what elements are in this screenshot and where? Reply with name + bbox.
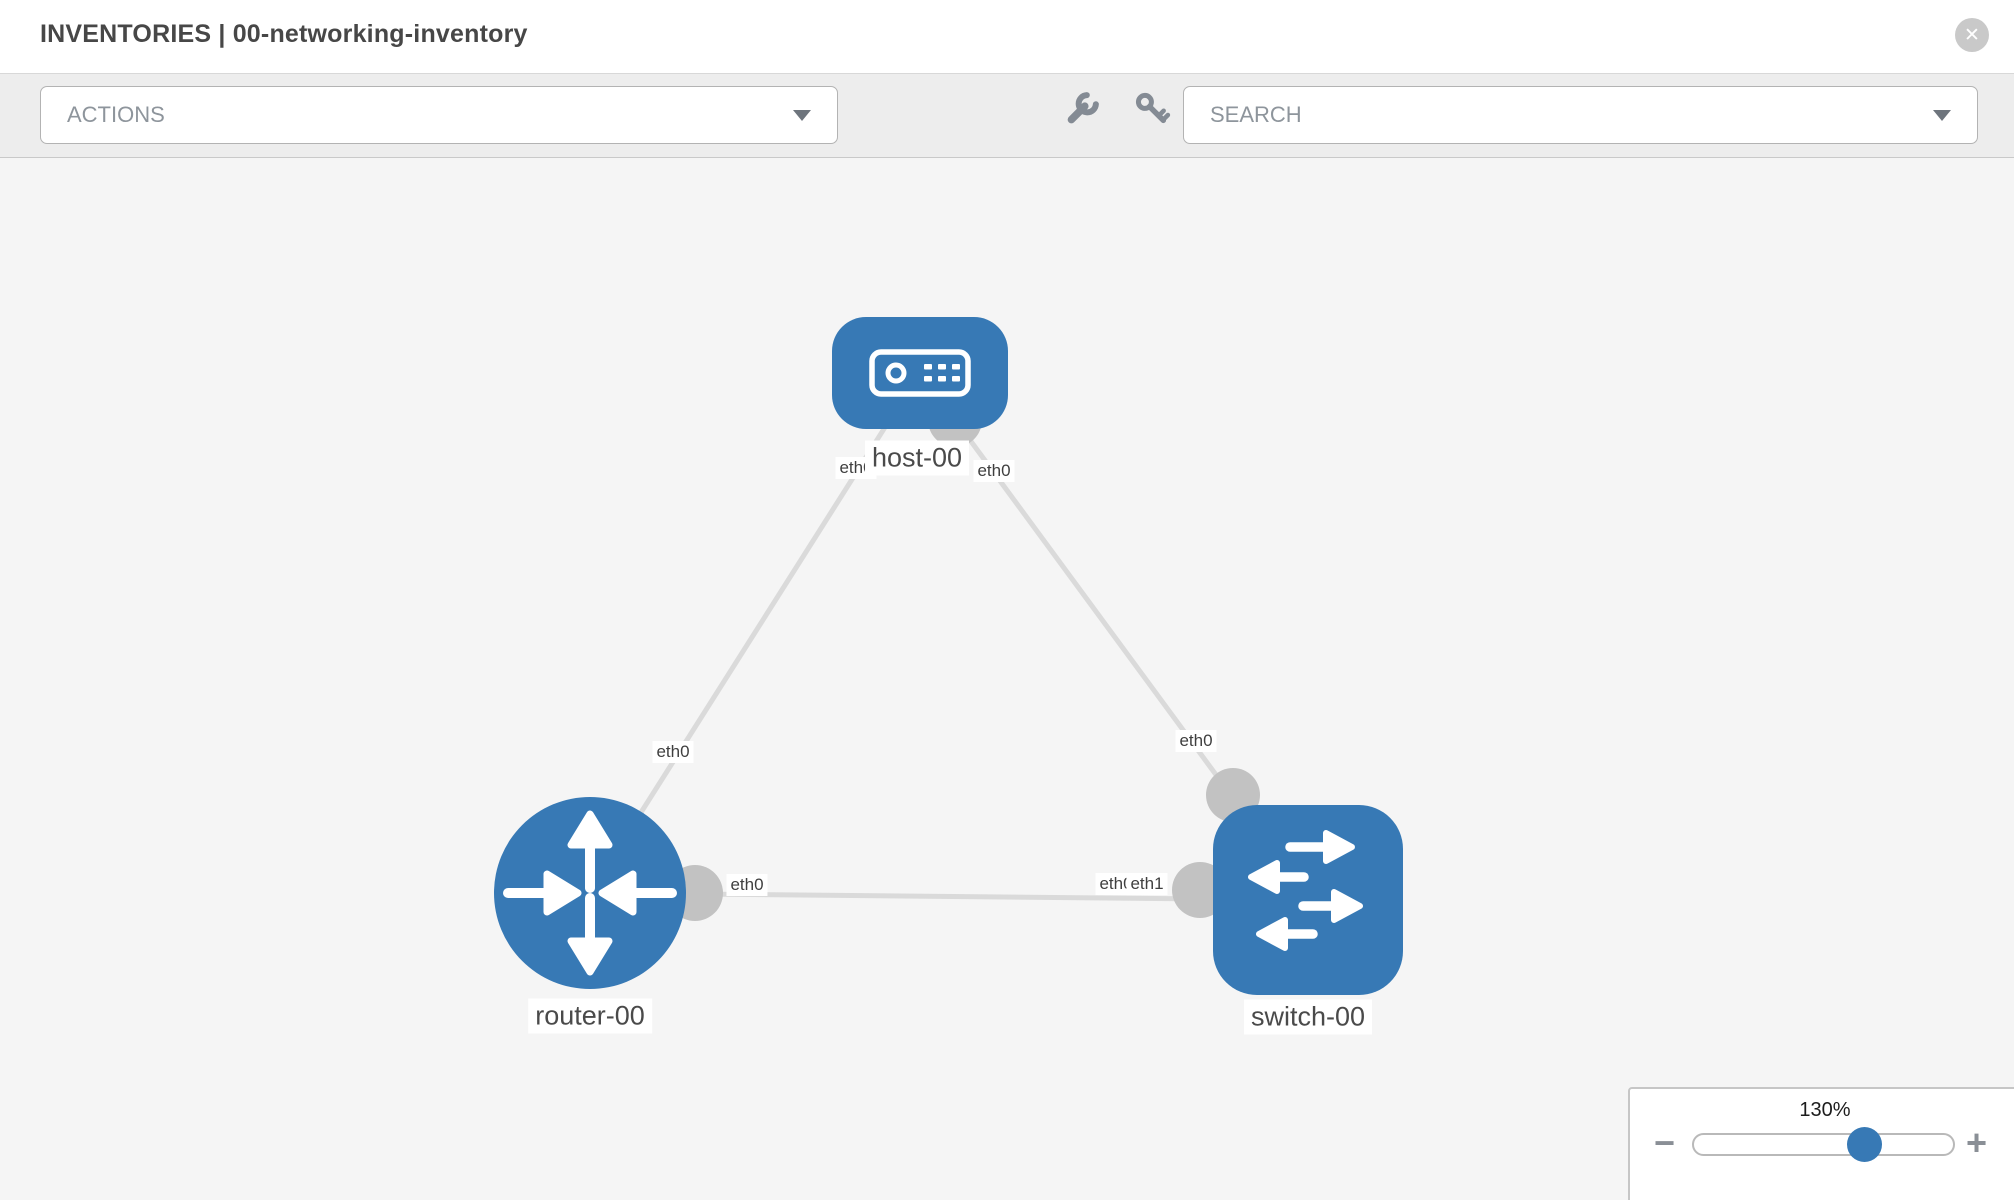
wrench-icon <box>1067 92 1099 124</box>
iface-label-router-eth0-right: eth0 <box>726 874 768 896</box>
node-switch-00[interactable] <box>1213 805 1403 995</box>
iface-label-router-eth0-top: eth0 <box>652 741 694 763</box>
zoom-slider-track[interactable] <box>1692 1133 1955 1156</box>
search-dropdown[interactable]: SEARCH <box>1183 86 1978 144</box>
actions-dropdown-label: ACTIONS <box>67 102 165 127</box>
actions-dropdown[interactable]: ACTIONS <box>40 86 838 144</box>
iface-label-switch-eth0-top: eth0 <box>1175 730 1217 752</box>
topology-canvas[interactable]: host-00 router-00 switch-00 eth0 eth0 et… <box>0 158 2014 1200</box>
topology-graph <box>494 317 1403 995</box>
close-icon: ✕ <box>1964 24 1980 46</box>
zoom-control-panel: 130% − + <box>1628 1087 2014 1200</box>
node-host-00[interactable] <box>832 317 1008 429</box>
close-button[interactable]: ✕ <box>1955 18 1989 52</box>
chevron-down-icon <box>793 109 811 121</box>
host-icon <box>869 349 971 397</box>
search-placeholder: SEARCH <box>1210 102 1302 127</box>
zoom-in-button[interactable]: + <box>1966 1122 1988 1163</box>
page-title: INVENTORIES | 00-networking-inventory <box>40 20 528 48</box>
chevron-down-icon <box>1933 109 1951 121</box>
credentials-button[interactable] <box>1130 87 1174 131</box>
zoom-out-button[interactable]: − <box>1654 1122 1676 1163</box>
toolbar: ACTIONS SEARCH <box>0 73 2014 158</box>
zoom-level-readout: 130% <box>1799 1099 1851 1121</box>
router-icon <box>503 810 677 976</box>
iface-label-switch-eth1: eth1 <box>1126 873 1168 895</box>
zoom-slider-handle[interactable] <box>1847 1127 1882 1162</box>
node-router-00[interactable] <box>494 797 686 989</box>
header: INVENTORIES | 00-networking-inventory ✕ <box>0 0 2014 73</box>
iface-label-switch-eth0-hidden: eth0 <box>1095 873 1137 895</box>
node-label-host-00: host-00 <box>864 440 970 476</box>
key-icon <box>1135 92 1171 124</box>
node-label-router-00: router-00 <box>528 998 652 1034</box>
switch-icon <box>1248 830 1363 951</box>
configure-button[interactable] <box>1060 87 1104 131</box>
iface-label-host-eth0-right: eth0 <box>973 460 1015 482</box>
node-label-switch-00: switch-00 <box>1243 999 1373 1035</box>
